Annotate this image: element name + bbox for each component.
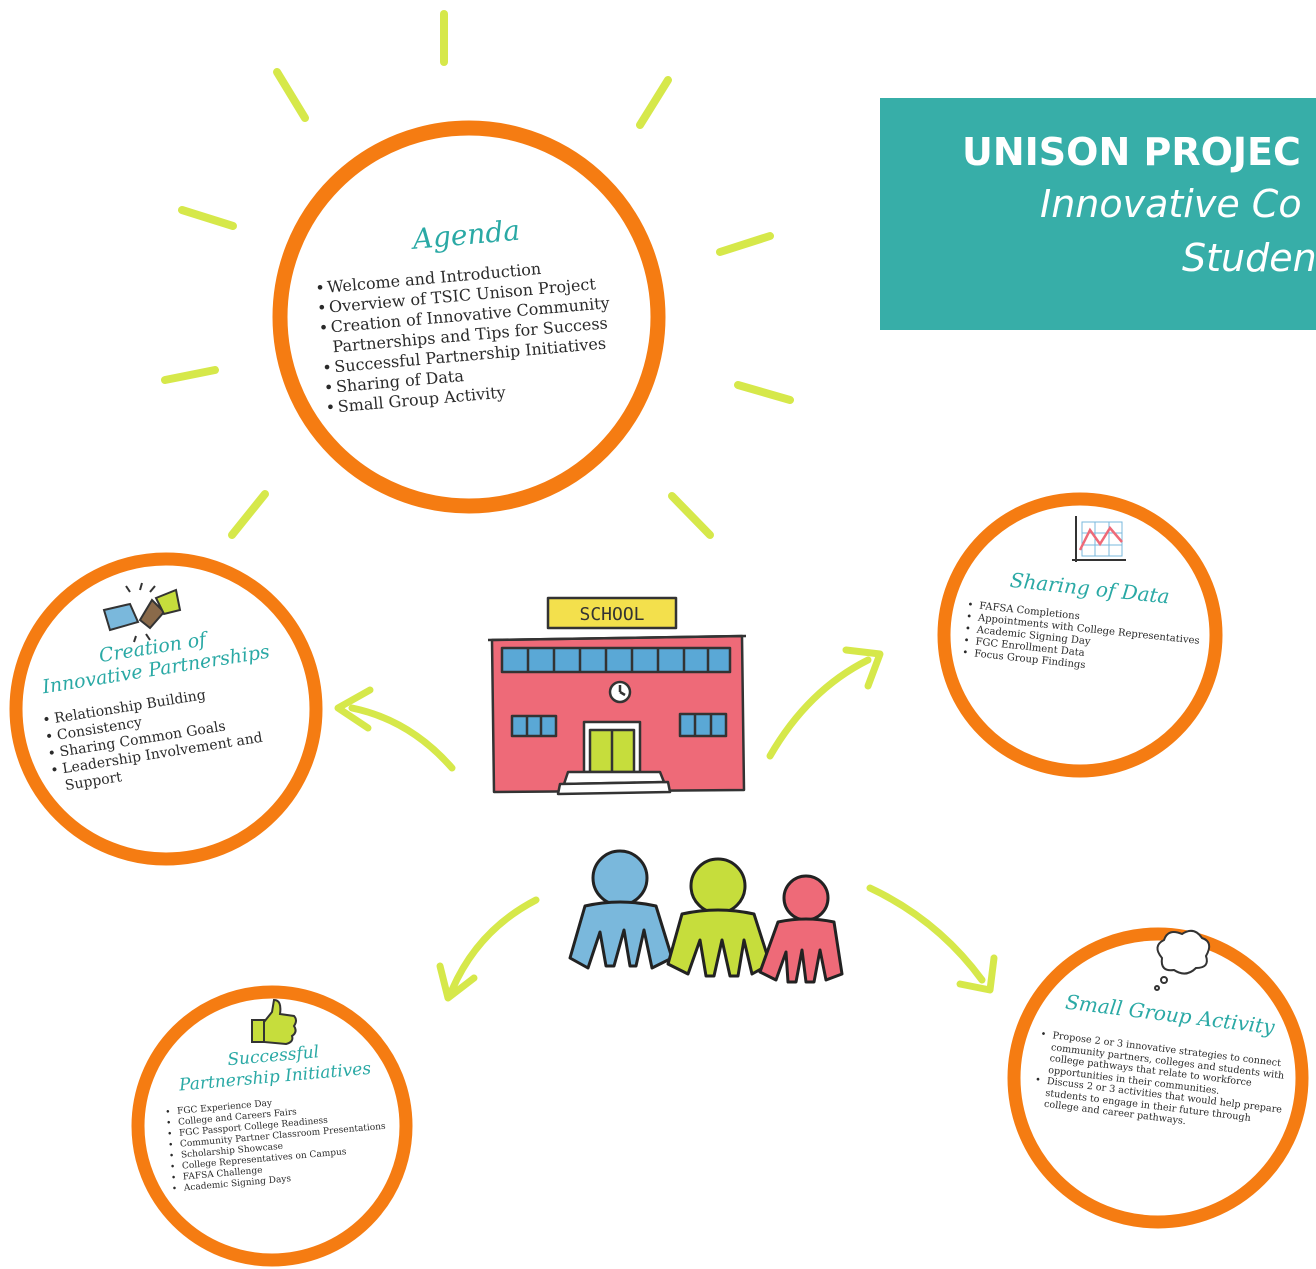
agenda-list: Welcome and Introduction Overview of TSI… <box>315 252 636 418</box>
title-line-2: Innovative Co <box>1040 182 1302 226</box>
sun-rays <box>161 10 794 539</box>
arrow-to-sharing <box>766 656 872 760</box>
agenda-content: Agenda Welcome and Introduction Overview… <box>310 205 635 418</box>
school-sign: SCHOOL <box>579 604 644 625</box>
title-banner: UNISON PROJEC Innovative Co Studen <box>880 98 1316 330</box>
arrow-to-smallgroup <box>866 884 986 984</box>
title-line-3: Studen <box>1182 236 1316 280</box>
success-content: Successful Partnership Initiatives FGC E… <box>160 1036 396 1195</box>
people-icon <box>568 849 844 984</box>
line-chart-icon <box>1072 516 1126 562</box>
title-line-1: UNISON PROJEC <box>962 130 1301 174</box>
thumbs-up-icon <box>251 998 297 1046</box>
arrows <box>334 646 998 1002</box>
thought-bubble-icon <box>1154 929 1211 991</box>
school-icon: SCHOOL <box>487 596 747 796</box>
handshake-icon <box>102 582 182 643</box>
arrow-to-creation <box>348 704 456 772</box>
arrow-to-success <box>448 896 540 994</box>
